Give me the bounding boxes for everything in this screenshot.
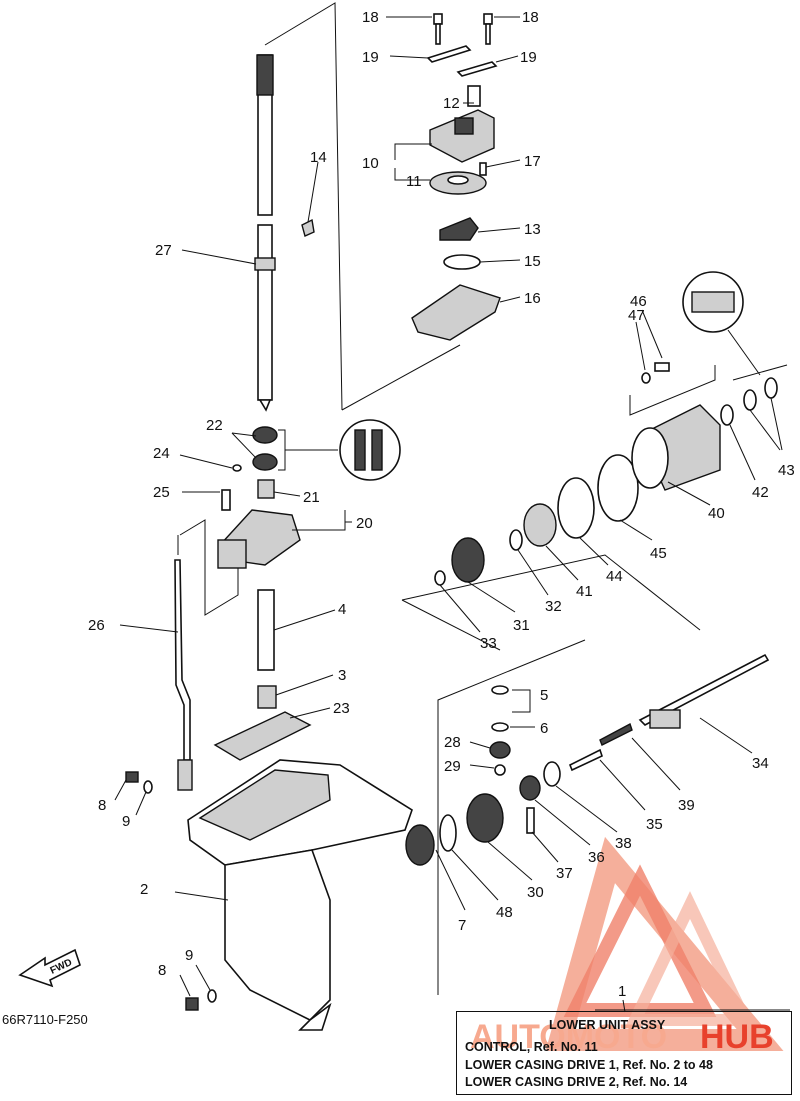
label-15: 15 xyxy=(524,253,541,270)
info-box-line: LOWER CASING DRIVE 1, Ref. No. 2 to 48 xyxy=(465,1058,713,1072)
fwd-arrow-icon: FWD xyxy=(18,948,81,988)
label-27: 27 xyxy=(155,242,172,259)
assembly-info-box: LOWER UNIT ASSY CONTROL, Ref. No. 11 LOW… xyxy=(456,1011,792,1095)
label-8: 8 xyxy=(98,797,106,814)
label-3: 3 xyxy=(338,667,346,684)
label-16: 16 xyxy=(524,290,541,307)
label-34: 34 xyxy=(752,755,769,772)
label-18: 18 xyxy=(362,9,379,26)
label-35: 35 xyxy=(646,816,663,833)
label-48: 48 xyxy=(496,904,513,921)
label-39: 39 xyxy=(678,797,695,814)
gear-assembly-right xyxy=(434,271,778,586)
label-42: 42 xyxy=(752,484,769,501)
label-28: 28 xyxy=(444,734,461,751)
label-10: 10 xyxy=(362,155,379,172)
label-43: 43 xyxy=(778,462,795,479)
info-box-title: LOWER UNIT ASSY xyxy=(549,1018,666,1032)
shift-rod-group xyxy=(174,559,312,791)
watermark-text-part1: AUTOMOTO xyxy=(470,1018,667,1056)
label-31: 31 xyxy=(513,617,530,634)
label-6: 6 xyxy=(540,720,548,737)
label-32: 32 xyxy=(545,598,562,615)
figure-code: 66R7110-F250 xyxy=(2,1012,88,1027)
part-labels: 18 18 19 19 12 10 11 17 13 15 16 14 27 2… xyxy=(88,9,795,1000)
label-7: 7 xyxy=(458,917,466,934)
label-26: 26 xyxy=(88,617,105,634)
gear-assembly-lower xyxy=(405,653,770,866)
info-box-line: CONTROL, Ref. No. 11 xyxy=(465,1040,598,1054)
boundary-lines xyxy=(177,2,790,1011)
label-30: 30 xyxy=(527,884,544,901)
label-45: 45 xyxy=(650,545,667,562)
label-14: 14 xyxy=(310,149,327,166)
label-4: 4 xyxy=(338,601,346,618)
water-pump-group xyxy=(411,13,501,341)
leader-lines xyxy=(114,16,783,1013)
info-box-line: LOWER CASING DRIVE 2, Ref. No. 14 xyxy=(465,1075,688,1089)
label-17: 17 xyxy=(524,153,541,170)
bearing-housing-group xyxy=(217,419,401,569)
label-21: 21 xyxy=(303,489,320,506)
label-9: 9 xyxy=(122,813,130,830)
label-37: 37 xyxy=(556,865,573,882)
label-1: 1 xyxy=(618,983,626,1000)
label-9: 9 xyxy=(185,947,193,964)
label-22: 22 xyxy=(206,417,223,434)
drive-shaft xyxy=(254,54,276,412)
label-46: 46 xyxy=(630,293,647,310)
label-13: 13 xyxy=(524,221,541,238)
label-24: 24 xyxy=(153,445,170,462)
label-12: 12 xyxy=(443,95,460,112)
watermark-text-part2: HUB xyxy=(700,1018,774,1056)
label-47: 47 xyxy=(628,307,645,324)
lower-casing xyxy=(187,759,413,1031)
bolt-8-upper xyxy=(125,771,153,794)
label-33: 33 xyxy=(480,635,497,652)
label-8: 8 xyxy=(158,962,166,979)
label-29: 29 xyxy=(444,758,461,775)
label-19: 19 xyxy=(520,49,537,66)
label-19: 19 xyxy=(362,49,379,66)
label-38: 38 xyxy=(615,835,632,852)
label-40: 40 xyxy=(708,505,725,522)
label-36: 36 xyxy=(588,849,605,866)
label-11: 11 xyxy=(406,173,422,190)
key-part-14 xyxy=(301,218,315,237)
label-5: 5 xyxy=(540,687,548,704)
label-18: 18 xyxy=(522,9,539,26)
label-2: 2 xyxy=(140,881,148,898)
watermark-text: AUTOMOTO HUB xyxy=(470,1018,774,1056)
bolt-8-lower xyxy=(185,989,217,1011)
label-41: 41 xyxy=(576,583,593,600)
label-23: 23 xyxy=(333,700,350,717)
label-44: 44 xyxy=(606,568,623,585)
label-25: 25 xyxy=(153,484,170,501)
label-20: 20 xyxy=(356,515,373,532)
